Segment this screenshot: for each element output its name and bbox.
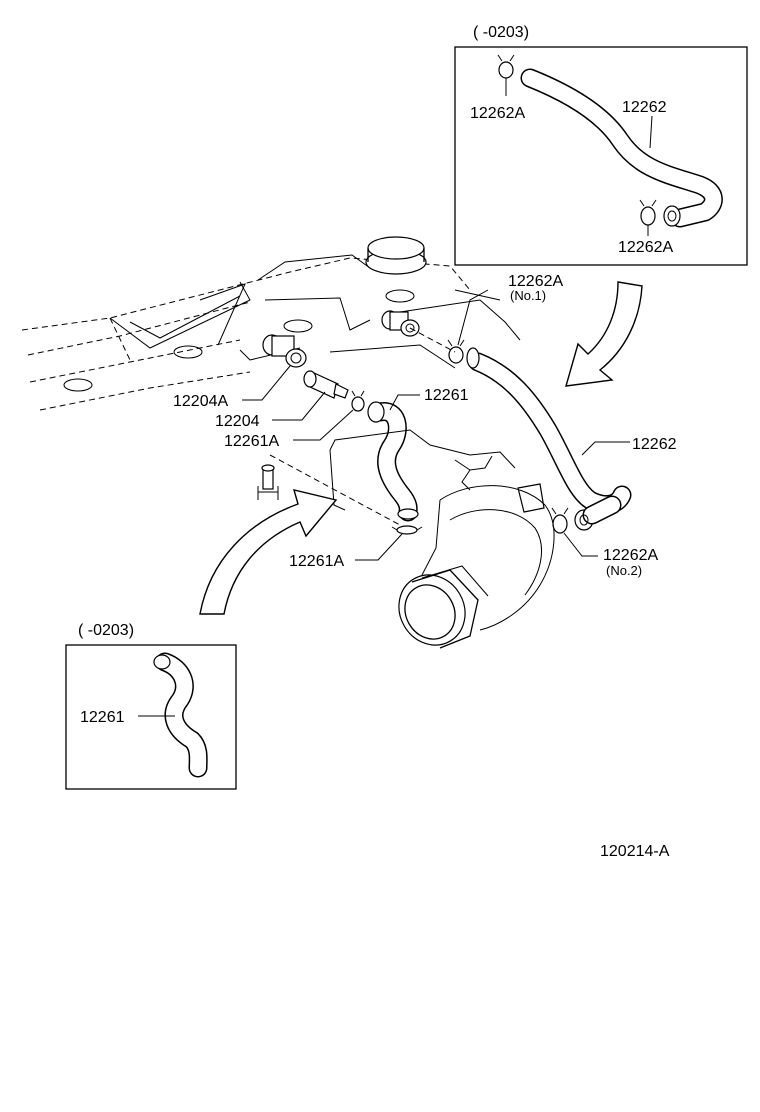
inset-top-hose-label: 12262 [622,99,667,116]
inset-bottom [65,644,237,790]
leader-vacuum [269,454,401,526]
inset-top-clamp-lower-label: 12262A [618,239,673,256]
clamp-no1-label: 12262A [508,273,563,290]
inset-top-title: ( -0203) [473,24,529,41]
hose-12262-label: 12262 [632,436,677,453]
clamp-no2-label: 12262A [603,547,658,564]
part-12204-label: 12204 [215,413,260,430]
clamp-12261a-upper-label: 12261A [224,433,279,450]
arrow-bottom-inset-icon [199,489,338,615]
hose-12261-main [367,401,419,522]
clamp-no1-icon [447,339,465,364]
head-fitting-right [381,310,420,337]
clamp-12261a-lower-label: 12261A [289,553,344,570]
inset-bottom-hose-label: 12261 [80,709,125,726]
throttle-body [329,429,555,649]
hose-12261-label: 12261 [424,387,469,404]
leader-clamp-no1 [409,327,456,353]
inset-top-clamp-upper-label: 12262A [470,105,525,122]
part-12204a-label: 12204A [173,393,228,410]
hose-12262-main [466,347,632,531]
figure-code: 120214-A [600,843,670,860]
arrow-top-inset-icon [565,281,643,387]
inset-top [454,46,748,266]
vacuum-port [257,464,279,500]
clamp-12261a-upper-icon [351,390,365,412]
inset-bottom-title: ( -0203) [78,622,134,639]
clamp-no2-icon [551,507,569,534]
head-fitting-left [262,334,307,368]
engine-block [21,254,521,411]
clamp-no1-note: (No.1) [510,288,546,303]
clamp-no2-note: (No.2) [606,563,642,578]
leader-lines [242,289,630,561]
filler-cap [365,236,427,275]
pcv-valve [303,370,349,399]
clamp-12261a-lower-icon [391,525,423,535]
